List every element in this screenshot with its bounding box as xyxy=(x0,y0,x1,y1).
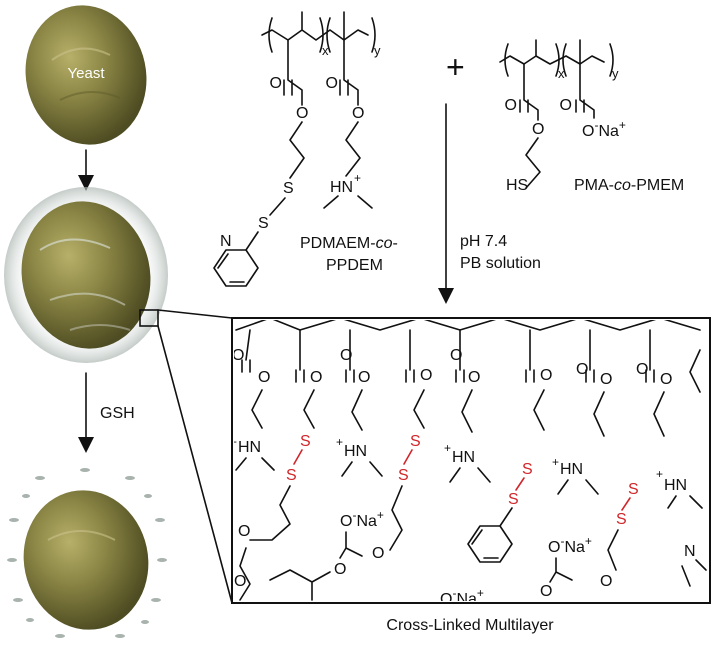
svg-text:S: S xyxy=(522,461,533,478)
svg-text:HN: HN xyxy=(560,461,583,478)
svg-text:S: S xyxy=(508,491,519,508)
svg-text:O: O xyxy=(600,573,612,590)
yeast-cell-released xyxy=(7,468,167,638)
svg-text:+: + xyxy=(552,455,559,469)
svg-text:O: O xyxy=(420,367,432,384)
svg-text:HS: HS xyxy=(506,177,528,194)
svg-text:HN: HN xyxy=(344,443,367,460)
yeast-cell-coated xyxy=(4,187,168,363)
zoom-line-top xyxy=(157,309,233,319)
svg-text:S: S xyxy=(398,467,409,484)
svg-text:S: S xyxy=(283,180,294,197)
svg-text:S: S xyxy=(300,433,311,450)
svg-text:O: O xyxy=(310,369,322,386)
side-chain-2: O O + HN xyxy=(336,329,383,477)
svg-text:O: O xyxy=(505,97,517,114)
svg-text:O: O xyxy=(372,545,384,562)
yeast-label: Yeast xyxy=(68,65,106,82)
svg-text:S: S xyxy=(410,433,421,450)
svg-text:N: N xyxy=(220,233,232,250)
svg-text:O: O xyxy=(450,347,462,364)
disulfide-2: O S S O xyxy=(372,329,432,562)
polymer1-name-line2: PPDEM xyxy=(326,257,383,274)
side-chain-4: O O + HN xyxy=(552,329,612,495)
svg-text:O: O xyxy=(540,367,552,384)
svg-text:O: O xyxy=(532,121,544,138)
disulfide-1: O S S O xyxy=(238,329,322,541)
svg-text:O: O xyxy=(576,361,588,378)
carboxylate-1: O-Na+ O xyxy=(269,508,384,601)
svg-text:HN: HN xyxy=(452,449,475,466)
multilayer-frame xyxy=(231,317,711,604)
svg-text:O: O xyxy=(600,371,612,388)
multilayer-panel: O O + HN O S S O O O xyxy=(230,317,711,608)
svg-text:O-Na+: O-Na+ xyxy=(548,534,592,556)
svg-text:O: O xyxy=(358,369,370,386)
svg-text:O-Na+: O-Na+ xyxy=(440,586,484,608)
left-lower-chain: O xyxy=(234,547,251,601)
svg-text:O: O xyxy=(352,105,364,122)
svg-text:+: + xyxy=(230,435,237,449)
svg-text:S: S xyxy=(628,481,639,498)
svg-text:y: y xyxy=(612,66,619,81)
yeast-cell-top: Yeast xyxy=(25,5,147,145)
zoom-line-bottom xyxy=(157,325,233,604)
side-chain-1: O O + HN xyxy=(230,329,275,471)
svg-text:O: O xyxy=(468,369,480,386)
svg-text:S: S xyxy=(258,215,269,232)
svg-text:O: O xyxy=(258,369,270,386)
side-chain-5: + HN N xyxy=(656,349,707,587)
carboxylate-2: O-Na+ O xyxy=(540,534,592,600)
svg-text:O: O xyxy=(270,75,282,92)
svg-text:S: S xyxy=(616,511,627,528)
svg-text:O: O xyxy=(296,105,308,122)
svg-text:O: O xyxy=(540,583,552,600)
svg-text:N: N xyxy=(684,543,696,560)
svg-text:O: O xyxy=(334,561,346,578)
multilayer-caption: Cross-Linked Multilayer xyxy=(386,617,554,634)
gsh-label: GSH xyxy=(100,405,135,422)
svg-text:HN: HN xyxy=(238,439,261,456)
svg-text:O: O xyxy=(340,347,352,364)
svg-text:S: S xyxy=(286,467,297,484)
svg-text:y: y xyxy=(374,43,381,58)
carboxylate-label: O-Na+ xyxy=(582,118,626,140)
polymer2-name: PMA-co-PMEM xyxy=(574,177,684,194)
disulfide-3: O S S xyxy=(467,329,552,563)
svg-text:O: O xyxy=(636,361,648,378)
zoom-box xyxy=(139,309,159,327)
svg-text:O: O xyxy=(238,523,250,540)
svg-text:+: + xyxy=(444,441,451,455)
side-chain-3: O O + HN xyxy=(444,329,491,483)
condition-line1: pH 7.4 xyxy=(460,233,507,250)
polymer-pma-co-pmem: x y O O HS O O-Na+ PMA-co-PMEM xyxy=(499,39,684,194)
svg-text:O-Na+: O-Na+ xyxy=(340,508,384,530)
svg-text:+: + xyxy=(336,435,343,449)
carboxylate-3: O-Na+ xyxy=(440,586,484,608)
svg-text:O: O xyxy=(234,573,246,590)
svg-text:+: + xyxy=(354,171,361,185)
svg-text:x: x xyxy=(322,43,329,58)
svg-text:O: O xyxy=(326,75,338,92)
condition-line2: PB solution xyxy=(460,255,541,272)
polymer1-name-line1: PDMAEM-co- xyxy=(300,235,398,252)
svg-text:O: O xyxy=(560,97,572,114)
polymer-pdmaem-co-ppdem: x y O O S S N O O HN + PDMAEM-co- PPDEM xyxy=(213,11,398,287)
svg-text:HN: HN xyxy=(664,477,687,494)
disulfide-4: O O S S O xyxy=(600,329,672,590)
svg-text:x: x xyxy=(558,66,565,81)
svg-text:HN: HN xyxy=(330,179,353,196)
plus-sign: + xyxy=(446,49,465,85)
svg-text:+: + xyxy=(656,467,663,481)
svg-text:O: O xyxy=(232,347,244,364)
svg-text:O: O xyxy=(660,371,672,388)
